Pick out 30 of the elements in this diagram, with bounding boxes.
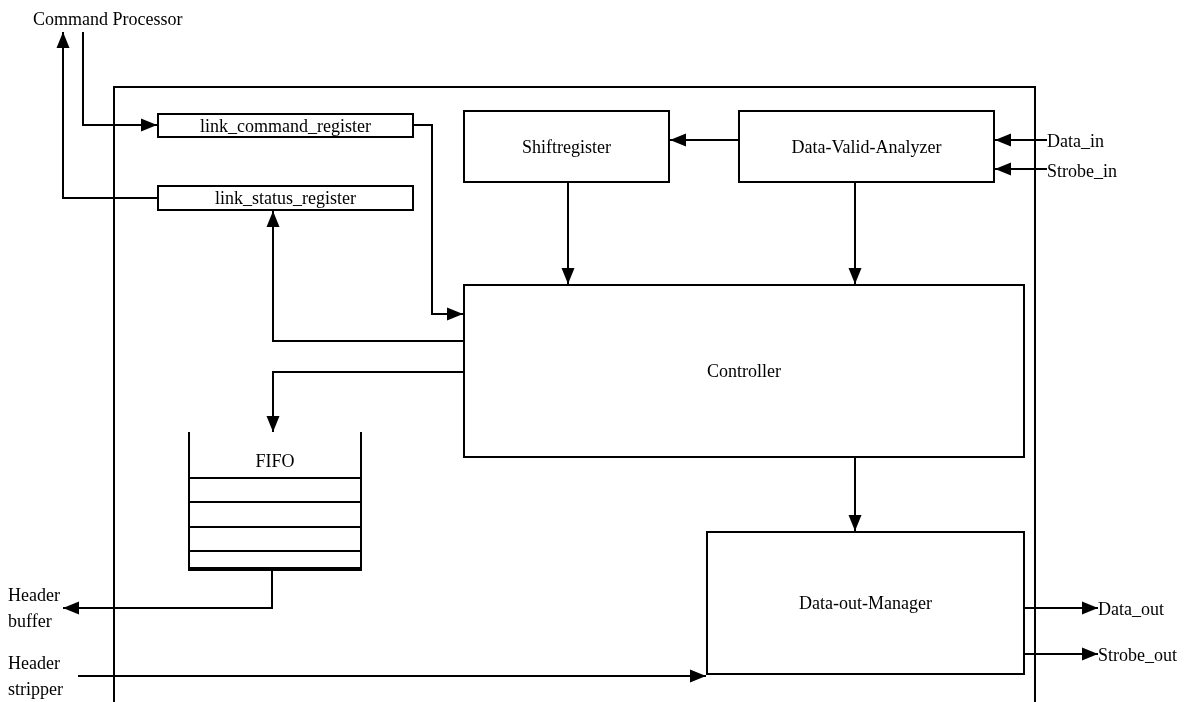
arrow [561,182,575,285]
arrow [994,162,1048,176]
arrow [669,133,739,147]
block-box: Data-out-Manager [706,531,1025,675]
port-label: Data_out [1098,596,1183,620]
block-box: Shiftregister [463,110,670,183]
port-label: Header buffer [8,582,63,634]
arrow [848,182,862,285]
port-label: Command Processor [33,6,248,32]
system-boundary-box [113,86,1036,702]
port-label: Header stripper [8,650,78,702]
arrow [266,371,464,433]
block-box: Controller [463,284,1025,458]
arrow [1024,601,1099,615]
port-label: Strobe_out [1098,642,1193,666]
arrow [77,669,707,683]
fifo-stack: FIFO [188,432,362,571]
block-box: link_command_register [157,113,414,138]
arrow [848,457,862,532]
arrow [62,570,273,615]
port-label: Data_in [1047,128,1122,152]
arrow [266,210,464,342]
arrow [1024,647,1099,661]
arrow [56,31,158,199]
port-label: Strobe_in [1047,158,1132,184]
block-box: Data-Valid-Analyzer [738,110,995,183]
arrow [994,133,1048,147]
block-box: link_status_register [157,185,414,211]
arrow [413,124,464,321]
arrow [82,31,158,132]
